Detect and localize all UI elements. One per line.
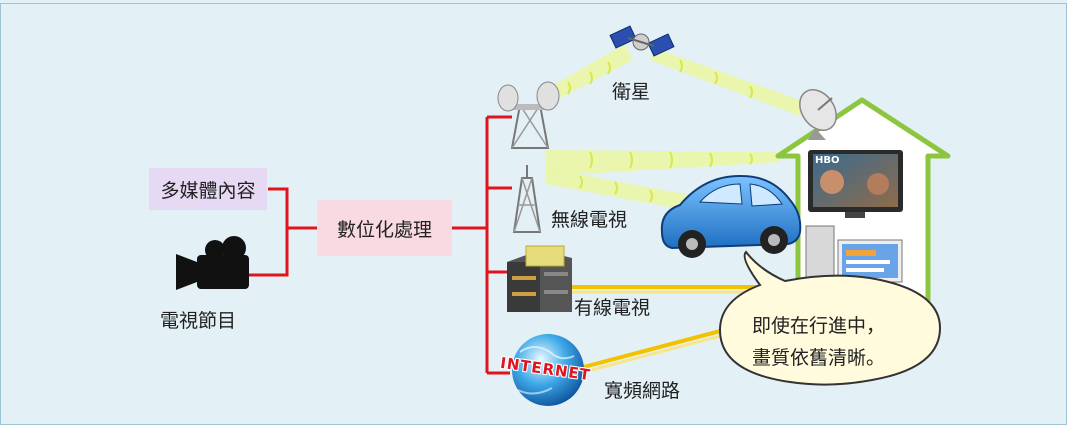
house-icon xyxy=(775,97,951,303)
cable-building-icon xyxy=(507,245,572,312)
cable-tv-label: 有線電視 xyxy=(574,297,651,319)
broadband-label: 寬頻網路 xyxy=(604,380,681,402)
video-camera-icon xyxy=(176,236,249,290)
multimedia-content-label: 多媒體內容 xyxy=(160,179,256,202)
wireless-tv-label: 無線電視 xyxy=(551,209,628,231)
car-icon xyxy=(660,174,802,258)
radio-mast-icon xyxy=(512,165,542,233)
tv-program-label: 電視節目 xyxy=(160,310,237,332)
wireless-beams xyxy=(545,44,805,210)
satellite-label: 衛星 xyxy=(612,81,651,103)
callout-bubble xyxy=(718,250,942,386)
source-bracket xyxy=(248,187,289,277)
tower-dish-icon xyxy=(497,81,560,149)
internet-globe-icon xyxy=(512,334,584,406)
callout-line-2: 畫質依舊清晰。 xyxy=(752,347,886,369)
tv-logo-text: HBO xyxy=(815,155,840,166)
multimedia-content-box: 多媒體內容 xyxy=(149,168,267,210)
callout-line-1: 即使在行進中， xyxy=(752,315,886,337)
digital-processing-box: 數位化處理 xyxy=(317,200,452,256)
dish-antenna-icon xyxy=(799,89,837,140)
connector-lines xyxy=(248,115,512,375)
callout-text: 即使在行進中， 畫質依舊清晰。 xyxy=(752,310,885,374)
satellite-icon xyxy=(609,25,675,57)
digital-processing-label: 數位化處理 xyxy=(336,218,432,241)
